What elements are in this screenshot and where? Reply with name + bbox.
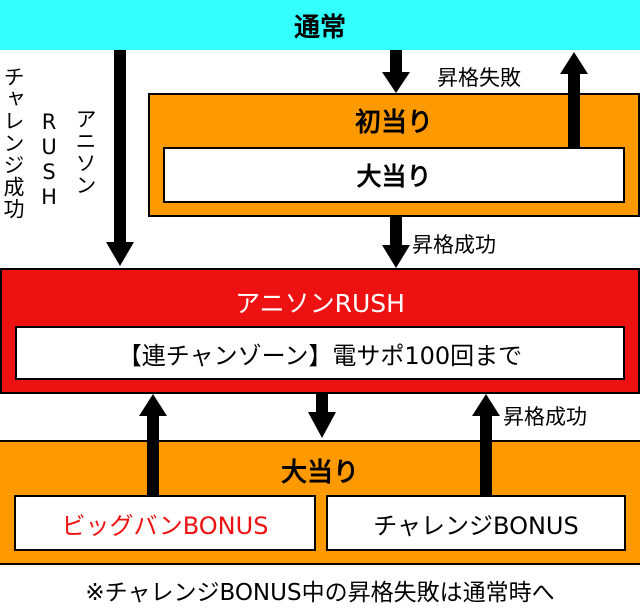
arrow-rush-to-big-hit (308, 394, 336, 438)
anison-rush-description: 【連チャンゾーン】電サポ100回まで (15, 326, 625, 380)
promotion-fail-label: 昇格失敗 (437, 66, 521, 90)
anison-vertical-label: アニソン (73, 108, 97, 196)
arrow-bigbang-to-rush (139, 394, 167, 495)
anison-rush-title: アニソンRUSH (235, 289, 405, 318)
challenge-bonus-label: チャレンジBONUS (326, 495, 626, 551)
challenge-success-label: チャレンジ成功 (1, 66, 25, 220)
arrow-initial-hit-to-rush (382, 217, 410, 268)
promotion-success-label-lower: 昇格成功 (503, 405, 587, 429)
big-hit-title: 大当り (280, 457, 359, 488)
arrow-fail-to-normal (560, 52, 588, 148)
initial-hit-inner-label: 大当り (163, 147, 625, 203)
normal-state-bar: 通常 (0, 0, 640, 50)
footnote: ※チャレンジBONUS中の昇格失敗は通常時へ (85, 580, 555, 606)
promotion-success-label-upper: 昇格成功 (412, 233, 496, 257)
arrow-normal-to-initial-hit (382, 50, 410, 93)
initial-hit-title: 初当り (354, 107, 433, 138)
arrow-challenge-to-rush (472, 394, 500, 495)
arrow-normal-to-rush (106, 50, 134, 266)
rush-vertical-label: RUSH (37, 110, 61, 210)
bigbang-bonus-label: ビッグバンBONUS (14, 495, 316, 551)
